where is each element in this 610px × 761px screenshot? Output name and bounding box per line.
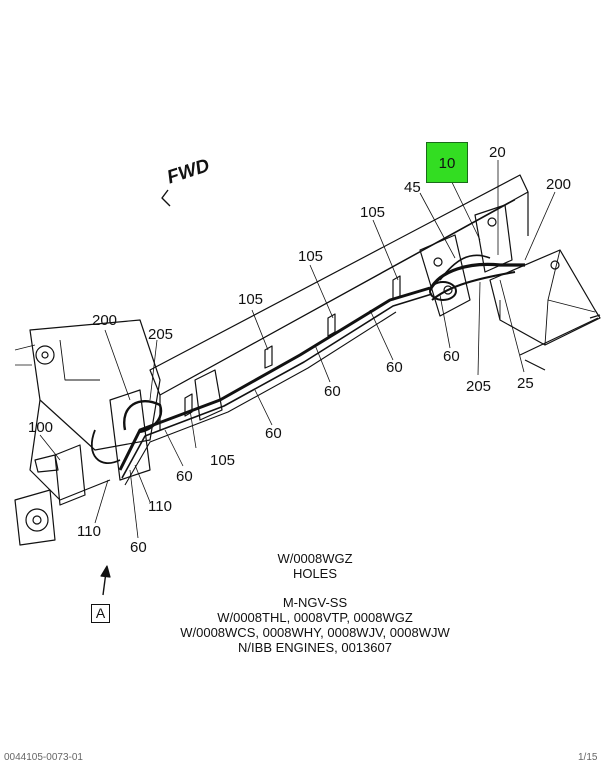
callout-100[interactable]: 100 xyxy=(28,419,54,436)
view-a-label[interactable]: A xyxy=(91,604,110,623)
callout-105-a[interactable]: 105 xyxy=(360,204,386,221)
right-bracket xyxy=(419,234,471,317)
callout-105-c[interactable]: 105 xyxy=(238,291,264,308)
callout-200-right[interactable]: 200 xyxy=(546,176,572,193)
callout-105-b[interactable]: 105 xyxy=(298,248,324,265)
callout-60-left[interactable]: 60 xyxy=(176,468,193,485)
note-line-2: HOLES xyxy=(292,566,338,581)
callout-45[interactable]: 45 xyxy=(404,179,421,196)
callout-105-d[interactable]: 105 xyxy=(210,452,236,469)
fuel-hose-bundle xyxy=(118,286,431,471)
callout-25[interactable]: 25 xyxy=(517,375,534,392)
callout-20[interactable]: 20 xyxy=(489,144,506,161)
note-line-3: M-NGV-SS xyxy=(282,595,348,610)
callout-110-b[interactable]: 110 xyxy=(148,498,172,515)
callout-60-mid-right[interactable]: 60 xyxy=(386,359,403,376)
note-line-6: N/IBB ENGINES, 0013607 xyxy=(238,640,392,655)
callout-60-mid[interactable]: 60 xyxy=(324,383,341,400)
callout-110-a[interactable]: 110 xyxy=(77,523,101,540)
callout-10-highlight[interactable]: 10 xyxy=(426,142,468,183)
view-arrow-head xyxy=(100,565,111,578)
frame-rail xyxy=(149,174,529,396)
callout-205-left[interactable]: 205 xyxy=(148,326,174,343)
callout-200-left[interactable]: 200 xyxy=(92,312,118,329)
page-number: 1/15 xyxy=(578,752,598,761)
applicability-notes: W/0008WGZ HOLES M-NGV-SS W/0008THL, 0008… xyxy=(140,551,490,655)
callout-60-right[interactable]: 60 xyxy=(443,348,460,365)
note-line-5: W/0008WCS, 0008WHY, 0008WJV, 0008WJW xyxy=(180,625,450,640)
note-line-4: W/0008THL, 0008VTP, 0008WGZ xyxy=(217,610,413,625)
callout-60-center[interactable]: 60 xyxy=(265,425,282,442)
callout-205-right[interactable]: 205 xyxy=(466,378,492,395)
drawing-number: 0044105-0073-01 xyxy=(4,752,83,761)
left-bracket xyxy=(109,389,151,481)
note-line-1: W/0008WGZ xyxy=(277,551,353,566)
callout-60-bottom[interactable]: 60 xyxy=(130,539,147,556)
